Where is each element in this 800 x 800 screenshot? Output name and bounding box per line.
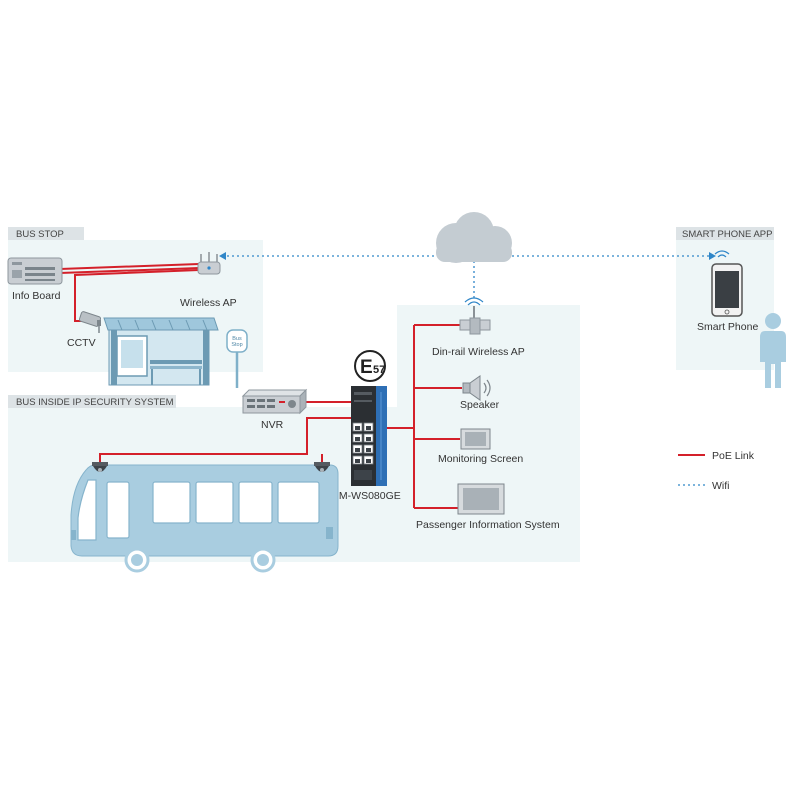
info-board-label: Info Board [12,290,61,302]
bus-inside-header [8,395,176,408]
monitoring-screen-icon [460,428,491,450]
cctv-label: CCTV [67,337,96,349]
poe-link-board-ap-2 [59,267,200,274]
e57-badge-icon [354,350,386,382]
passenger-info-system-label: Passenger Information System [416,519,560,531]
nvr-icon [241,388,308,415]
din-rail-ap-icon [459,297,491,335]
person-icon [760,313,786,388]
smart-phone-icon [711,250,743,317]
speaker-label: Speaker [460,399,500,411]
switch-label: IM-WS080GE [336,490,401,502]
legend-poe-label: PoE Link [712,450,755,462]
bus-stop-title: BUS STOP [16,229,64,240]
passenger-info-system-icon [457,483,505,515]
wireless-ap-icon [197,252,221,275]
smart-phone-label: Smart Phone [697,321,758,333]
bus-camera-rear-icon [314,462,330,472]
nvr-label: NVR [261,419,284,431]
bus-stop-sign-text-2: Stop [231,342,242,348]
bus-stop-sign-icon [226,329,248,388]
bus-shelter-icon [103,317,219,386]
smart-phone-title: SMART PHONE APP [682,229,772,240]
din-rail-ap-label: Din-rail Wireless AP [432,346,525,358]
info-board-icon [7,257,63,285]
poe-links [59,263,462,509]
legend-wifi-label: Wifi [712,480,730,492]
monitoring-screen-label: Monitoring Screen [438,453,523,465]
poe-link-board-ap [59,263,200,270]
e57-badge-letter: E [360,357,373,378]
bus-stop-header [8,227,84,240]
wifi-links [222,255,712,298]
cloud-icon [436,212,512,263]
bus-icon [70,464,339,573]
arrow-right-icon [709,252,716,260]
poe-link-camera-front [99,417,351,462]
e57-badge-number: 57 [373,364,385,376]
smart-phone-header [676,227,774,240]
wireless-ap-label: Wireless AP [180,297,237,309]
legend [678,454,705,486]
switch-icon [351,386,387,486]
speaker-icon [462,375,491,401]
arrow-left-icon [219,252,226,260]
bus-inside-title: BUS INSIDE IP SECURITY SYSTEM [16,397,174,408]
cctv-icon [78,311,102,333]
bus-camera-front-icon [92,462,108,472]
bus-stop-sign-text-1: Bus [232,336,242,342]
